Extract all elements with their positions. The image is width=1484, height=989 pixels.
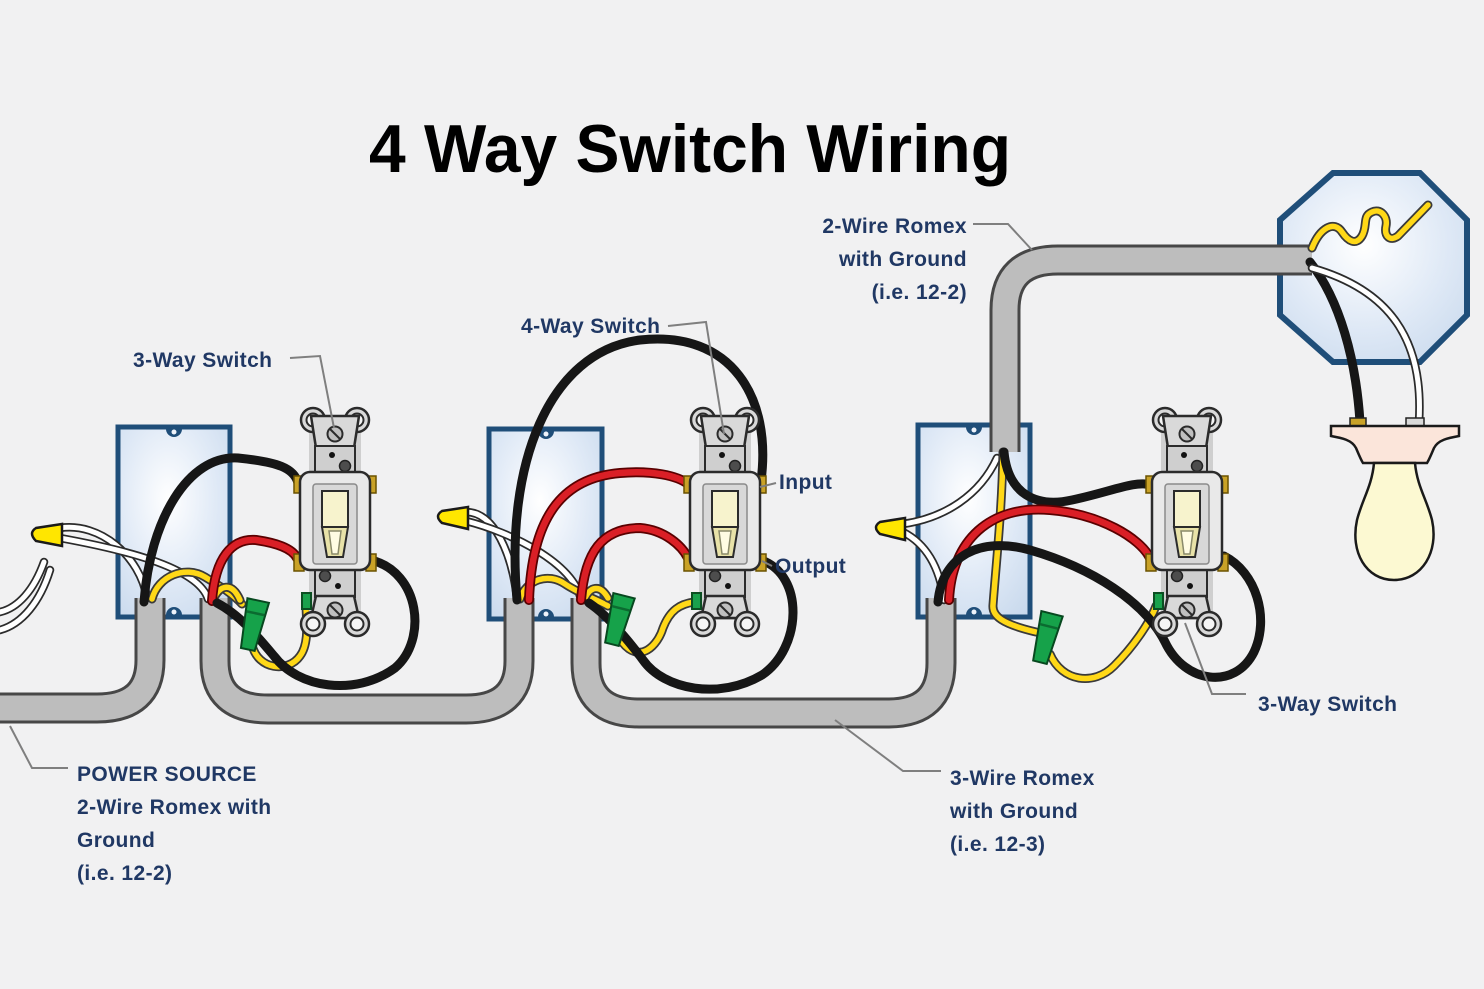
- leader-romex-to-light: [973, 223, 1033, 251]
- svg-text:(i.e. 12-2): (i.e. 12-2): [77, 862, 172, 885]
- conduit-box2-box3: [570, 598, 957, 729]
- wire-nut-box1: [30, 522, 64, 548]
- label-input: Input: [779, 471, 832, 494]
- wire-nut-box2: [436, 505, 470, 531]
- leader-input: [759, 482, 777, 488]
- label-romex-3wire: 3-Wire Romex with Ground (i.e. 12-3): [949, 767, 1095, 856]
- svg-text:with Ground: with Ground: [949, 800, 1078, 823]
- svg-text:3-Wire Romex: 3-Wire Romex: [950, 767, 1095, 790]
- svg-text:2-Wire Romex with: 2-Wire Romex with: [77, 796, 271, 819]
- lamp-holder: [1329, 424, 1461, 465]
- toggle-switch-3: [1144, 406, 1230, 638]
- wire-black-output-switch2: [584, 555, 798, 694]
- toggle-switch-2: [682, 406, 768, 638]
- label-switch1: 3-Way Switch: [133, 349, 272, 372]
- label-switch2: 4-Way Switch: [521, 315, 660, 338]
- conduit-box3-light: [989, 244, 1312, 452]
- wire-nut-box3: [874, 516, 907, 542]
- leader-switch2-label: [667, 320, 725, 435]
- wire-red-traveler-switch1: [207, 534, 302, 606]
- label-power-source: POWER SOURCE 2-Wire Romex with Ground (i…: [77, 763, 271, 885]
- wire-black-traveler-switch3: [933, 541, 1266, 682]
- wire-white-to-lamp: [1307, 263, 1424, 427]
- wire-black-power-to-switch1: [139, 453, 303, 607]
- label-output: Output: [775, 555, 846, 578]
- leader-output: [761, 560, 773, 567]
- svg-text:2-Wire Romex: 2-Wire Romex: [822, 215, 967, 238]
- diagram-title: 4 Way Switch Wiring: [369, 111, 1011, 187]
- wire-black-input-switch2: [510, 334, 768, 605]
- svg-text:with Ground: with Ground: [838, 248, 967, 271]
- ground-wire-squiggle: [1307, 200, 1433, 253]
- wire-red-traveler1-switch2: [524, 467, 693, 605]
- ground-connector-box3: [1032, 609, 1065, 666]
- conduit-power-source: [0, 598, 166, 724]
- label-romex-to-light: 2-Wire Romex with Ground (i.e. 12-2): [822, 215, 967, 304]
- wire-red-traveler2-switch2: [576, 522, 693, 605]
- leader-switch1-label: [289, 354, 335, 429]
- label-switch3: 3-Way Switch: [1258, 693, 1397, 716]
- light-bulb: [1354, 461, 1435, 582]
- ground-connector-box2: [604, 591, 637, 648]
- box2-wires: [461, 334, 798, 694]
- svg-text:POWER SOURCE: POWER SOURCE: [77, 763, 257, 786]
- box3-wires: [898, 447, 1266, 683]
- leader-power-source: [9, 725, 68, 769]
- leader-switch3-label: [1184, 622, 1246, 695]
- ground-connector-box1: [239, 597, 271, 653]
- electrical-box-3: [915, 422, 1033, 620]
- conduit-box1-box2: [199, 598, 535, 725]
- wire-black-common-switch3: [999, 447, 1155, 507]
- svg-text:(i.e. 12-3): (i.e. 12-3): [950, 833, 1045, 856]
- leader-romex-3wire: [834, 719, 941, 772]
- box1-wires: [0, 453, 420, 690]
- svg-text:(i.e. 12-2): (i.e. 12-2): [872, 281, 967, 304]
- svg-text:Ground: Ground: [77, 829, 155, 852]
- toggle-switch-1: [292, 406, 378, 638]
- wire-white-power-feed: [0, 557, 55, 635]
- wire-black-to-lamp: [1305, 257, 1365, 427]
